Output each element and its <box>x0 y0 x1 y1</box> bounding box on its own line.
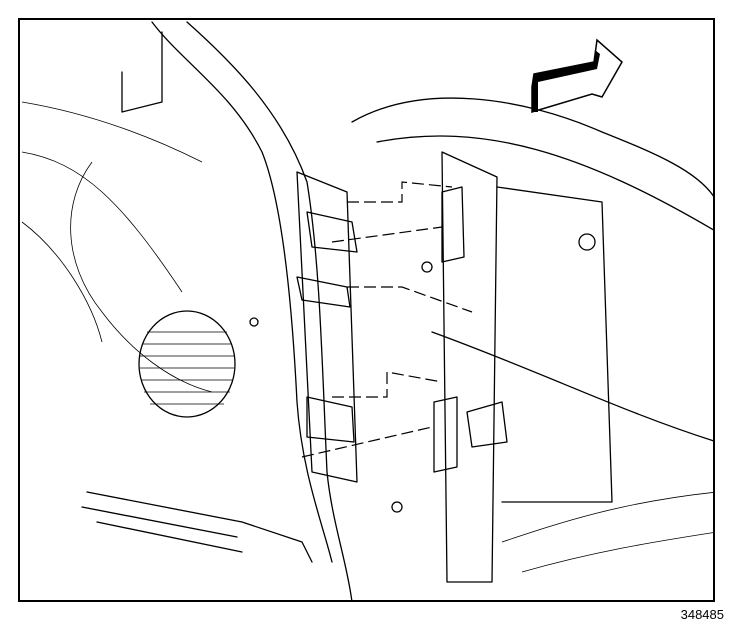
door-hinge-illustration <box>21 21 713 600</box>
figure-number: 348485 <box>680 607 724 622</box>
door-inner-panel <box>496 186 613 503</box>
bolt <box>421 261 433 273</box>
bolt <box>249 317 259 327</box>
bolt <box>391 501 403 513</box>
lower-body-hinge <box>306 396 355 443</box>
center-hinge <box>296 276 351 308</box>
upper-body-hinge <box>306 211 358 253</box>
door-opening-outline <box>151 21 333 563</box>
upper-door-hinge <box>441 186 465 263</box>
rocker-panel <box>81 491 313 563</box>
door-shell <box>376 135 713 442</box>
quarter-panel <box>21 101 203 343</box>
door-check-link <box>466 401 508 448</box>
door-opening-inner <box>186 21 353 600</box>
bolt-hole <box>578 233 596 251</box>
door-outer-edge <box>351 97 713 197</box>
wheel-housing <box>70 161 213 393</box>
speaker-grille <box>138 310 236 418</box>
arrow-shadow <box>532 50 600 112</box>
roof-rail <box>121 31 163 113</box>
door-hinge-pillar <box>441 151 498 583</box>
diagram-frame <box>18 18 715 602</box>
floor-texture <box>501 492 713 573</box>
hinge-pillar <box>296 171 358 483</box>
lower-door-hinge <box>433 396 458 473</box>
alignment-line <box>301 181 473 458</box>
